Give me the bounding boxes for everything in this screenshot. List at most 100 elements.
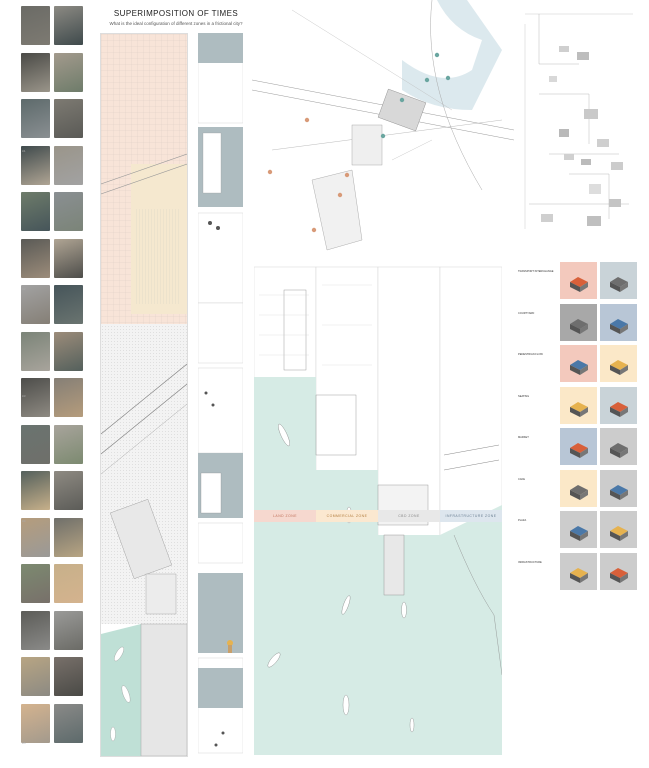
legend-card-a (560, 262, 597, 299)
legend-card-a (560, 428, 597, 465)
page-number: 05 (22, 742, 26, 745)
street-photo (54, 378, 83, 417)
timeline-svg (524, 13, 633, 229)
legend-text: TRANSPORT INTERCHANGE (518, 270, 556, 273)
zone-columns: LAND ZONE COMMERCIAL ZONE CBD ZONE INFRA… (254, 255, 502, 755)
street-photo (54, 52, 83, 92)
iso-block (570, 401, 588, 417)
legend-card-b (600, 345, 637, 382)
legend-card-a (560, 303, 597, 341)
harbour-water (402, 0, 502, 110)
legend-title: PLAZA (518, 519, 527, 522)
legend-title: CAFE (518, 477, 525, 481)
street-photo (21, 378, 50, 417)
page-number: 04 (22, 520, 26, 523)
legend-card-b (600, 303, 637, 341)
zone-columns-svg (254, 266, 502, 755)
legend-card-b (600, 386, 637, 424)
legend-title: PEDESTRIAN FLOW (518, 353, 543, 356)
page-subtitle: What is the ideal configuration of diffe… (109, 21, 243, 26)
street-photo (54, 238, 83, 278)
street-photo (21, 99, 50, 138)
photo-grid (18, 6, 88, 746)
street-photo (21, 424, 50, 464)
street-photo (21, 517, 50, 557)
page-number: 01 (22, 150, 26, 153)
street-photo (21, 238, 50, 278)
legend-card-b (600, 262, 637, 299)
vignette-column (198, 33, 243, 755)
street-photo (21, 331, 50, 371)
legend-text: CAFE (518, 478, 556, 481)
iso-block (610, 401, 628, 417)
iso-block (610, 526, 628, 541)
street-photo (21, 285, 50, 324)
street-photo (54, 424, 83, 464)
page-number: 03 (22, 395, 26, 398)
iso-block (610, 277, 628, 292)
vignette-svg (198, 33, 243, 754)
long-section-svg (101, 34, 187, 756)
iso-block (570, 318, 588, 334)
legend-title: MARKET (518, 436, 529, 439)
street-photo (21, 52, 50, 92)
sea-infra (440, 505, 502, 755)
street-photo (21, 564, 50, 603)
page-title: SUPERIMPOSITION OF TIMES (113, 9, 239, 18)
street-photo (54, 145, 83, 185)
street-photo (21, 657, 50, 696)
iso-block (610, 567, 628, 583)
street-photo (21, 145, 50, 185)
street-photo (21, 6, 50, 45)
legend-panel: TRANSPORT INTERCHANGE COURTYARD PEDESTRIAN… (518, 262, 643, 592)
street-photo (21, 610, 50, 650)
legend-card-b (600, 428, 637, 465)
street-photo (54, 471, 83, 510)
legend-card-b (600, 511, 637, 548)
iso-block (570, 360, 588, 375)
iso-block (570, 526, 588, 541)
street-photo (54, 192, 83, 231)
legend-text: INFRASTRUCTURE (518, 561, 556, 564)
zone-header-land: LAND ZONE (254, 510, 316, 522)
street-photo (54, 564, 83, 603)
iso-block (610, 484, 628, 500)
legend-title: INFRASTRUCTURE (518, 560, 542, 564)
street-photo (54, 517, 83, 557)
photo-strip: 01 02 03 04 05 (18, 0, 88, 768)
street-photo (54, 6, 83, 45)
timeline-diagram (519, 4, 639, 238)
legend-title: COURTYARD (518, 311, 535, 315)
street-photo (54, 657, 83, 696)
legend-card-b (600, 552, 637, 590)
legend-text: PEDESTRIAN FLOW (518, 353, 556, 356)
street-photo (54, 285, 83, 324)
legend-card-a (560, 386, 597, 424)
iso-block (570, 443, 588, 458)
legend-card-a (560, 511, 597, 548)
street-photo (54, 331, 83, 371)
page-number: 02 (22, 288, 26, 291)
legend-card-a (560, 469, 597, 507)
iso-block (610, 318, 628, 334)
legend-card-a (560, 345, 597, 382)
iso-block (610, 443, 628, 458)
legend-title: TRANSPORT INTERCHANGE (518, 270, 554, 273)
legend-text: SEATING (518, 395, 556, 398)
street-photo (54, 99, 83, 138)
site-markers (267, 52, 451, 233)
street-photo (21, 703, 50, 743)
street-photo (54, 610, 83, 650)
zone-header-commercial: COMMERCIAL ZONE (316, 510, 378, 522)
street-photo (21, 192, 50, 231)
iso-block (570, 277, 588, 292)
long-section-drawing (100, 33, 188, 757)
legend-text: COURTYARD (518, 312, 556, 315)
legend-title: SEATING (518, 394, 530, 398)
iso-block (570, 484, 588, 500)
header: SUPERIMPOSITION OF TIMES What is the ide… (96, 4, 256, 34)
legend-card-b (600, 469, 637, 507)
zone-header-infrastructure: INFRASTRUCTURE ZONE (440, 510, 502, 522)
legend-card-a (560, 552, 597, 590)
legend-text: MARKET (518, 436, 556, 439)
